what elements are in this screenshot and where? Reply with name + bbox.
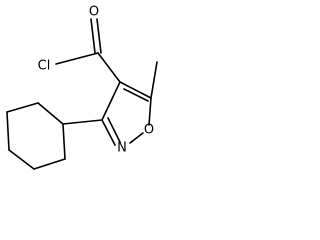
chlorine-atom-label: Cl	[38, 59, 51, 74]
methyl-bond	[150, 61, 158, 99]
carbonyl-oxygen-label: O	[89, 5, 99, 20]
ring-nitrogen-label: N	[117, 141, 127, 156]
ring-n-c3-bond-outer	[101, 119, 116, 146]
carbonyl-double-bond-left	[90, 18, 96, 54]
ring-o-n-bond	[129, 132, 144, 144]
cyclohexane-bond-4	[8, 149, 35, 170]
ring-n-c3-bond-inner	[107, 117, 121, 143]
cyclohexane-bond-1	[37, 102, 64, 125]
cyclohexane-bond-5	[33, 158, 66, 170]
carbonyl-to-chlorine-bond	[55, 52, 99, 65]
ring-oxygen-label: O	[144, 123, 154, 138]
carbonyl-to-ring-bond	[97, 52, 121, 83]
molecule-drawing: Cl O O N	[6, 5, 158, 170]
carbonyl-double-bond-right	[96, 18, 102, 54]
cyclohexane-bond-6	[62, 123, 66, 160]
cyclohexane-bond-3	[6, 111, 10, 151]
cyclohexane-bond-2	[6, 102, 39, 113]
chemical-structure-diagram: Cl O O N	[0, 0, 180, 200]
ring-c3-c4-bond	[101, 81, 121, 121]
ring-c4-c5-bond-outer	[119, 81, 152, 99]
cyclohexyl-link-bond	[62, 119, 103, 125]
ring-c5-o-bond	[148, 97, 152, 126]
ring-c4-c5-bond-inner	[123, 88, 149, 102]
